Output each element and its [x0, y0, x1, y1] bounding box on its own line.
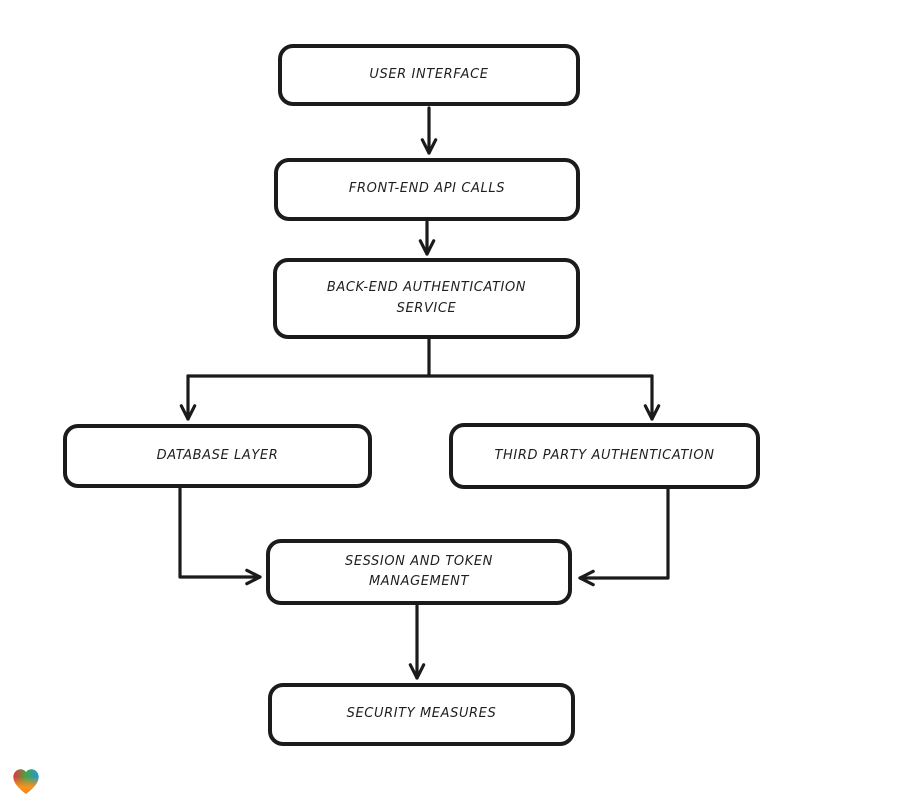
node-back-end-authentication-service[interactable]: BACK-END AUTHENTICATION SERVICE: [273, 258, 580, 339]
node-third-party-authentication[interactable]: THIRD PARTY AUTHENTICATION: [449, 423, 760, 489]
node-session-and-token-management[interactable]: SESSION AND TOKEN MANAGEMENT: [266, 539, 572, 605]
node-user-interface[interactable]: USER INTERFACE: [278, 44, 580, 106]
node-label: DATABASE LAYER: [156, 447, 279, 463]
node-label: SESSION AND TOKEN MANAGEMENT: [344, 553, 494, 589]
node-label: SECURITY MEASURES: [346, 706, 497, 722]
node-label: BACK-END AUTHENTICATION SERVICE: [326, 280, 527, 316]
node-security-measures[interactable]: SECURITY MEASURES: [268, 683, 575, 746]
gradient-heart-logo-icon: [13, 769, 39, 794]
edge-thirdparty-to-session: [578, 486, 670, 587]
node-label: USER INTERFACE: [369, 66, 489, 82]
node-label: THIRD PARTY AUTHENTICATION: [494, 447, 715, 463]
edge-database-to-session: [178, 487, 262, 586]
node-label: FRONT-END API CALLS: [348, 181, 506, 197]
node-front-end-api-calls[interactable]: FRONT-END API CALLS: [274, 158, 580, 221]
node-database-layer[interactable]: DATABASE LAYER: [63, 424, 372, 488]
